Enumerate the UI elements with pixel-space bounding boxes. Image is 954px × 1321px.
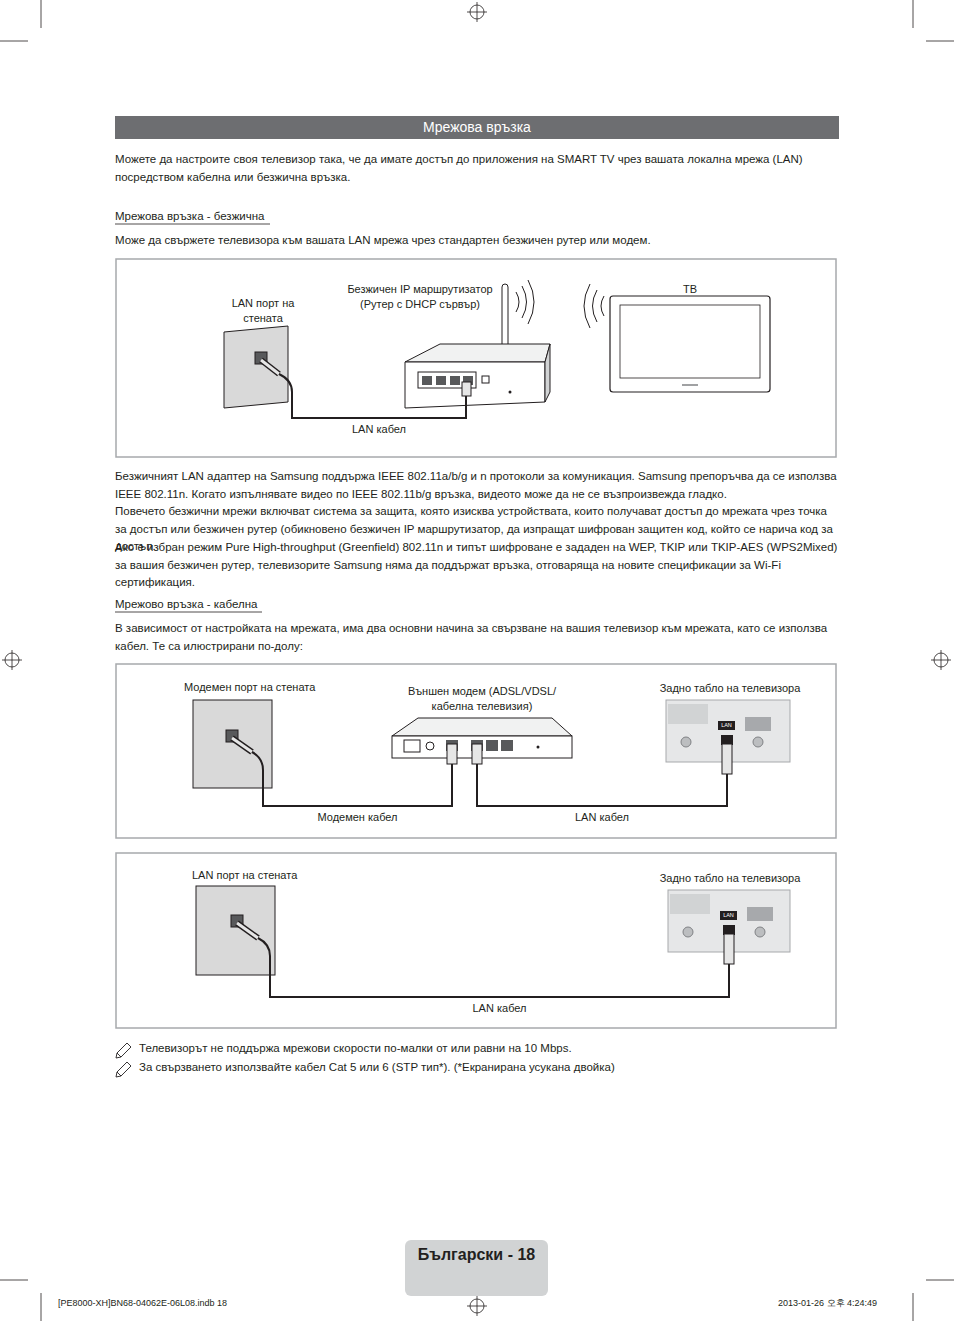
wireless-waves: [516, 280, 604, 328]
cable-label: LAN кабел: [350, 423, 408, 436]
wall-port-illustration: [224, 326, 292, 410]
device-label: Безжичен IP маршрутизатор (Рутер с DHCP …: [340, 282, 500, 312]
cable-line: [263, 778, 452, 806]
title-band: [115, 116, 839, 139]
device-node: LAN порт на стената: [220, 296, 306, 410]
modem-illustration: [392, 718, 572, 778]
note-text: За свързването използвайте кабел Cat 5 и…: [139, 1059, 839, 1077]
tv-illustration: [610, 296, 770, 392]
section-title: Мрежова връзка: [115, 119, 839, 135]
body-text: Можете да настроите своя телевизор така,…: [115, 151, 841, 186]
device-label: LAN порт на стената: [223, 296, 303, 326]
page-footer: [PE8000-XH]BN68-04062E-06L08.indb 18: [58, 1298, 318, 1310]
body-text: Ако е избран режим Pure High-throughput …: [115, 539, 841, 592]
device-node: LAN порт на стената: [188, 868, 313, 980]
note-text: Телевизорът не поддържа мрежови скорости…: [139, 1040, 839, 1058]
section-heading: Мрежово връзка - кабелна: [115, 596, 515, 614]
device-node: Модемен порт на стената: [184, 680, 319, 792]
device-label: Задно табло на телевизора: [655, 871, 805, 886]
cable-line: [477, 778, 727, 806]
port-label: LAN: [718, 721, 735, 730]
cable-line: [292, 410, 466, 418]
page-tab: [405, 1240, 548, 1296]
device-label: LAN порт на стената: [192, 868, 313, 883]
body-text: В зависимост от настройката на мрежата, …: [115, 620, 841, 655]
note-icons: [116, 1043, 131, 1077]
heading-underline: [115, 612, 262, 613]
device-node: Външен модем (ADSL/VDSL/кабелна телевизи…: [390, 684, 575, 778]
page-footer: Български - 18: [405, 1245, 548, 1266]
body-text: Може да свържете телевизора към вашата L…: [115, 232, 841, 250]
wall-port-illustration: [196, 886, 275, 980]
device-label: Модемен порт на стената: [184, 680, 319, 695]
device-node: Задно табло на телевизора: [655, 871, 805, 986]
page-footer: 2013-01-26 오후 4:24:49: [778, 1298, 928, 1310]
cable-label: LAN кабел: [471, 1002, 529, 1015]
device-node: Задно табло на телевизора: [655, 681, 805, 796]
modem-wall-port-illustration: [193, 700, 272, 792]
cable-line: [270, 980, 729, 997]
device-label: Външен модем (ADSL/VDSL/кабелна телевизи…: [393, 684, 571, 714]
section-heading: Мрежова връзка - безжична: [115, 208, 515, 226]
heading-underline: [115, 224, 270, 225]
body-text: Безжичният LAN адаптер на Samsung поддър…: [115, 468, 841, 503]
device-node: ТВ: [600, 282, 780, 397]
port-label: LAN: [720, 911, 737, 920]
cable-label: LAN кабел: [573, 811, 631, 824]
tv-back-panel-illustration: [666, 700, 790, 796]
cable-label: Модемен кабел: [315, 811, 399, 824]
device-node: Безжичен IP маршрутизатор (Рутер с DHCP …: [340, 282, 555, 412]
device-label: Задно табло на телевизора: [655, 681, 805, 696]
device-label: ТВ: [600, 282, 780, 297]
tv-back-panel-illustration: [668, 890, 790, 986]
